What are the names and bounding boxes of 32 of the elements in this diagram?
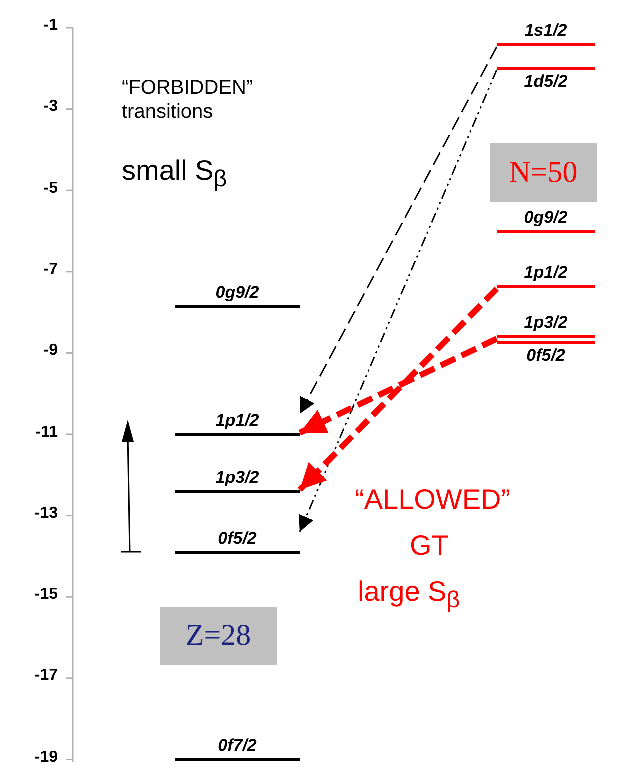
tick-label: -3 bbox=[42, 98, 58, 116]
tick-label: -5 bbox=[42, 180, 58, 198]
energy-level: 1p3/2 bbox=[497, 313, 595, 338]
annotation-text: GT bbox=[410, 530, 449, 562]
energy-level: 1p1/2 bbox=[497, 263, 595, 288]
tick-label: -9 bbox=[42, 342, 58, 360]
tick-label: -15 bbox=[34, 586, 58, 604]
arrow bbox=[298, 336, 498, 436]
energy-level: 1d5/2 bbox=[497, 67, 595, 92]
tick-label: -19 bbox=[34, 748, 58, 767]
tick-label: -7 bbox=[42, 260, 58, 279]
energy-level: 0g9/2 bbox=[175, 283, 300, 308]
tick-label: -11 bbox=[34, 424, 58, 442]
annotation-text: large S$_{β}$ bbox=[358, 576, 460, 614]
label-box: N=50 bbox=[490, 143, 597, 202]
label-box: Z=28 bbox=[160, 607, 277, 665]
energy-level: 0g9/2 bbox=[497, 208, 595, 233]
energy-level: 1p1/2 bbox=[175, 411, 300, 436]
arrow bbox=[299, 46, 498, 414]
energy-level: 1p3/2 bbox=[175, 468, 300, 493]
tick-label: -17 bbox=[34, 667, 58, 686]
tick-label: -13 bbox=[34, 504, 58, 523]
arrow bbox=[298, 286, 500, 492]
tick-label: -1 bbox=[42, 17, 58, 35]
annotation-text: “FORBIDDEN” transitions bbox=[122, 76, 254, 124]
arrow bbox=[298, 70, 498, 532]
energy-level: 0f7/2 bbox=[175, 736, 300, 761]
energy-level: 0f5/2 bbox=[497, 341, 595, 366]
energy-level: 1s1/2 bbox=[497, 21, 595, 46]
annotation-text: “ALLOWED” bbox=[355, 484, 511, 516]
annotation-text: small S$_{β}$ bbox=[122, 155, 228, 193]
energy-level: 0f5/2 bbox=[175, 529, 300, 554]
